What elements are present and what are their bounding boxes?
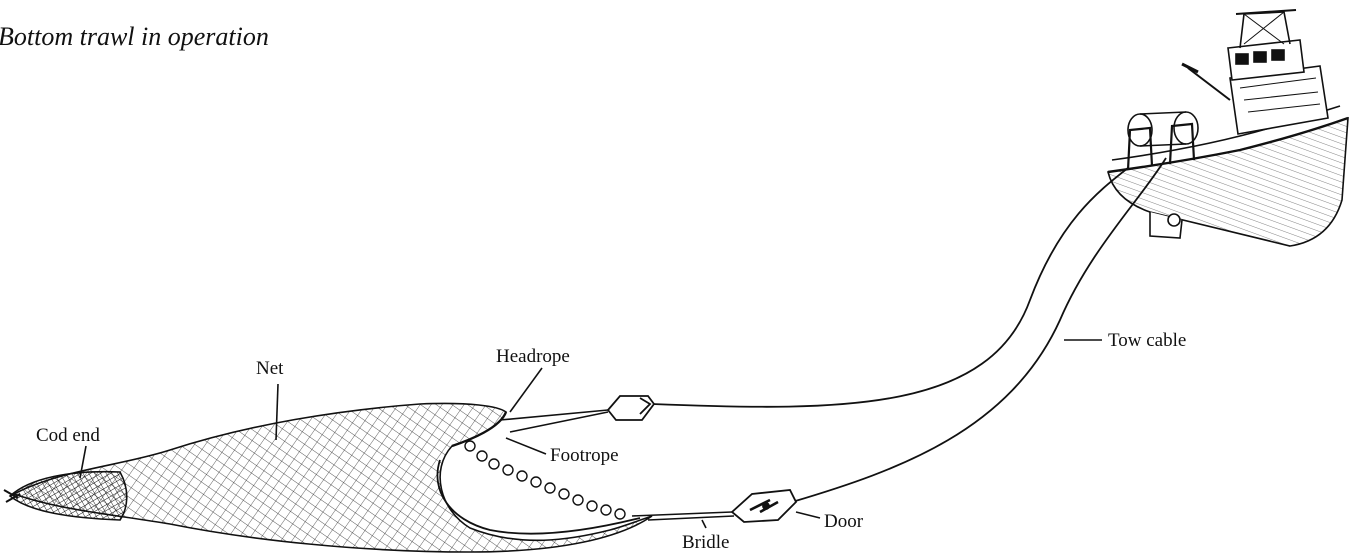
tow-cables	[652, 158, 1166, 502]
trawler-vessel	[1108, 10, 1348, 246]
bridle-label: Bridle	[682, 532, 730, 553]
tow-cable-upper	[652, 168, 1128, 407]
door-leader	[796, 512, 820, 518]
door-label: Door	[824, 511, 864, 532]
bridle-leader	[702, 520, 706, 528]
headrope-leader	[510, 368, 542, 412]
tow-cable-label: Tow cable	[1108, 330, 1186, 351]
trawl-net	[4, 403, 652, 552]
cod-end	[10, 472, 127, 520]
headrope-label: Headrope	[496, 346, 570, 367]
lower-door	[732, 490, 796, 522]
footrope-leader	[506, 438, 546, 454]
cod-end-label: Cod end	[36, 425, 100, 446]
footrope-label: Footrope	[550, 445, 619, 466]
net-label: Net	[256, 358, 284, 379]
upper-door	[608, 396, 654, 420]
